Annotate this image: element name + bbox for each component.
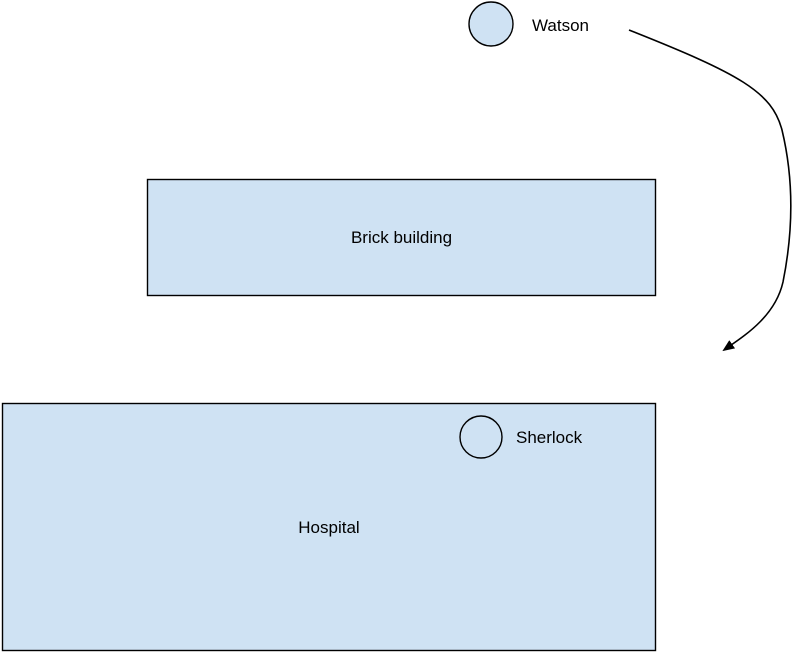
hospital-node (1, 402, 657, 652)
sherlock-label: Sherlock (516, 428, 583, 447)
brick-building-label: Brick building (351, 228, 452, 247)
watson-label: Watson (532, 16, 589, 35)
watson-node (468, 1, 514, 47)
brick-building-node (146, 178, 657, 297)
hospital-label: Hospital (298, 518, 359, 537)
sherlock-node (459, 415, 503, 459)
watson-path-arrow (628, 29, 792, 352)
